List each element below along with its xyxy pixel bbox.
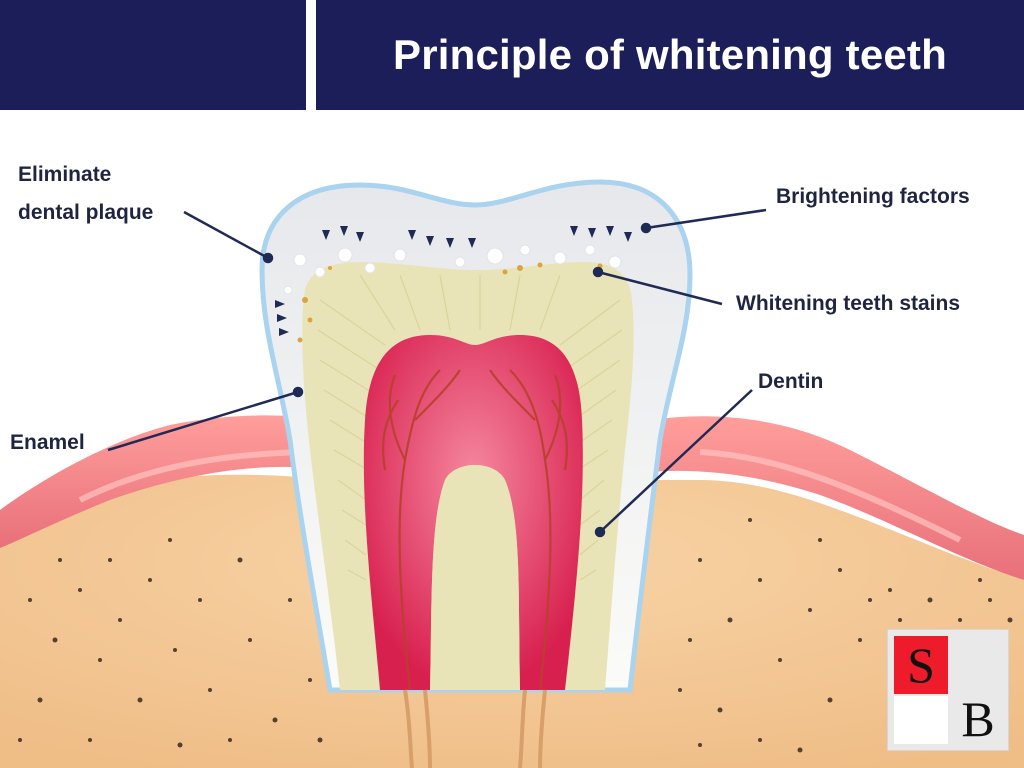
pulp-vessels [382, 369, 568, 691]
gum [0, 415, 330, 548]
header-title-bar [316, 0, 1024, 110]
bone-speckles [18, 518, 1013, 753]
header-left-bar [0, 0, 306, 110]
label-dentin: Dentin [758, 370, 824, 393]
label-enamel: Enamel [10, 431, 85, 454]
tooth-pulp [363, 335, 583, 690]
label-eliminate-line2: dental plaque [18, 201, 154, 224]
label-whitening-stains: Whitening teeth stains [736, 292, 961, 315]
whitening-bubbles [283, 244, 622, 295]
label-eliminate-line1: Eliminate [18, 163, 112, 186]
label-brightening-factors: Brightening factors [776, 185, 970, 208]
logo-letter-s: S [894, 636, 948, 694]
page-title: Principle of whitening teeth [393, 31, 947, 78]
sb-logo: S B [888, 630, 1008, 750]
leader-lines [107, 208, 767, 538]
logo-letter-b: B [961, 691, 995, 747]
root-canals [403, 689, 547, 768]
action-arrows [275, 226, 632, 336]
logo-white-block [894, 696, 948, 744]
